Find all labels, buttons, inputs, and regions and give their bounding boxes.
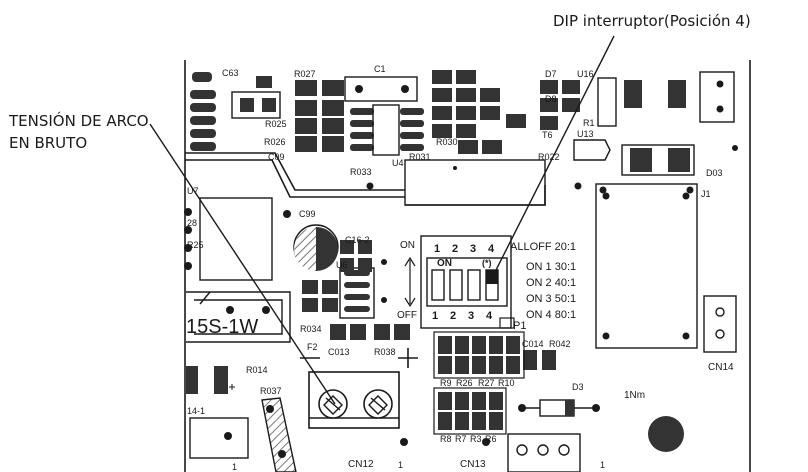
label-u7: U7	[187, 186, 199, 196]
dip-number-row-bottom: 1 2 3 4	[432, 310, 493, 322]
label-r022: R022	[538, 152, 560, 162]
label-r033: R033	[350, 167, 372, 177]
resistor-array-outline	[433, 331, 525, 435]
label-r25: R25	[187, 240, 204, 250]
dip-number-top-1: 1	[434, 243, 440, 255]
label-r034: R034	[300, 324, 322, 334]
label-r038: R038	[374, 347, 396, 357]
label-r26: R26	[456, 378, 473, 388]
terminal-cn12	[300, 348, 418, 429]
dip-header-ref: P1	[513, 320, 526, 332]
label-14-1: 14-1	[187, 406, 205, 416]
label-r27: R27	[478, 378, 495, 388]
mid-left-vias	[381, 259, 387, 303]
label-r9: R9	[440, 378, 452, 388]
dip-number-bottom-3: 3	[468, 310, 474, 322]
left-components	[186, 197, 375, 343]
label-r037: R037	[260, 386, 282, 396]
dip-setting-1: ON 1 30:1	[526, 261, 576, 273]
label-r7: R7	[455, 434, 467, 444]
label-r042: R042	[549, 339, 571, 349]
connector-cn13	[507, 433, 581, 472]
dip-star-mark: (*)	[482, 258, 492, 268]
label-cn13-pin1: 1	[600, 460, 605, 470]
dip-number-bottom-1: 1	[432, 310, 438, 322]
dip-switch	[404, 235, 515, 329]
dip-on-label: ON	[400, 240, 415, 251]
callout-lines	[149, 35, 615, 405]
dip-pointer-line	[490, 35, 615, 281]
mid-left-pads	[302, 240, 410, 340]
diode-d3	[518, 399, 600, 417]
dip-settings-list: ALLOFF 20:1 ON 1 30:1 ON 2 40:1 ON 3 50:…	[510, 241, 576, 321]
label-r030: R030	[436, 137, 458, 147]
label-cn13: CN13	[460, 459, 486, 470]
component-labels: C63 R027 C1 D7 U16 D8 R1 R025 R026 C09 R…	[186, 64, 734, 472]
resistor-array	[438, 336, 556, 430]
label-f2: F2	[307, 342, 318, 352]
cap-c99	[294, 227, 338, 271]
connector-cn14	[703, 295, 737, 353]
top-smd-cluster	[190, 70, 690, 172]
arc-voltage-callout-label: TENSIÓN DE ARCO	[9, 112, 149, 130]
dip-on-mark: ON	[437, 258, 452, 269]
dip-number-bottom-2: 2	[450, 310, 456, 322]
left-dots	[184, 208, 291, 314]
label-torque: 1Nm	[624, 390, 645, 401]
dip-setting-0: ALLOFF 20:1	[510, 241, 576, 253]
label-r014: R014	[246, 365, 268, 375]
label-28: 28	[187, 218, 197, 228]
label-r10: R10	[498, 378, 515, 388]
label-c1: C1	[374, 64, 386, 74]
dip-number-top-2: 2	[452, 243, 458, 255]
label-r1: R1	[583, 118, 595, 128]
label-d3: D3	[572, 382, 584, 392]
dip-setting-2: ON 2 40:1	[526, 277, 576, 289]
arc-voltage-pointer-line	[149, 123, 336, 405]
label-cn12: CN12	[348, 459, 374, 470]
label-r3: R3	[470, 434, 482, 444]
label-d03: D03	[706, 168, 723, 178]
arc-voltage-callout-label-line2: EN BRUTO	[9, 134, 88, 152]
relay-j1	[595, 183, 698, 349]
dip-number-top-3: 3	[470, 243, 476, 255]
dip-setting-4: ON 4 80:1	[526, 309, 576, 321]
label-j1: J1	[701, 189, 711, 199]
label-u16: U16	[577, 69, 594, 79]
dip-switch-callout-label: DIP interruptor(Posición 4)	[553, 12, 751, 30]
bottom-left-parts	[186, 366, 684, 472]
dip-off-label: OFF	[397, 310, 417, 321]
label-c63: C63	[222, 68, 239, 78]
label-c99: C99	[299, 209, 316, 219]
label-u13: U13	[577, 129, 594, 139]
label-cn12-pin1: 1	[398, 460, 403, 470]
label-r6: R6	[485, 434, 497, 444]
top-vias	[355, 80, 738, 194]
label-cn14: CN14	[708, 362, 734, 373]
label-r031: R031	[409, 152, 431, 162]
label-u6: U6	[336, 260, 348, 270]
label-r026: R026	[264, 137, 286, 147]
label-left-pin1: 1	[232, 462, 237, 472]
label-r027: R027	[294, 69, 316, 79]
dip-setting-3: ON 3 50:1	[526, 293, 576, 305]
dip-number-row-top: 1 2 3 4	[434, 243, 495, 255]
label-d8: D8	[545, 94, 557, 104]
label-regulator: 15S-1W	[186, 316, 258, 338]
label-c014: C014	[522, 339, 544, 349]
top-outlines	[231, 71, 735, 206]
label-u4: U4	[392, 158, 404, 168]
dip-number-top-4: 4	[488, 243, 495, 255]
label-t6: T6	[542, 130, 553, 140]
dip-number-bottom-4: 4	[486, 310, 493, 322]
label-d7: D7	[545, 69, 557, 79]
label-c09: C09	[268, 152, 285, 162]
label-r8: R8	[440, 434, 452, 444]
label-c16-2: C16-2	[345, 235, 370, 245]
label-c013: C013	[328, 347, 350, 357]
label-r025: R025	[265, 119, 287, 129]
